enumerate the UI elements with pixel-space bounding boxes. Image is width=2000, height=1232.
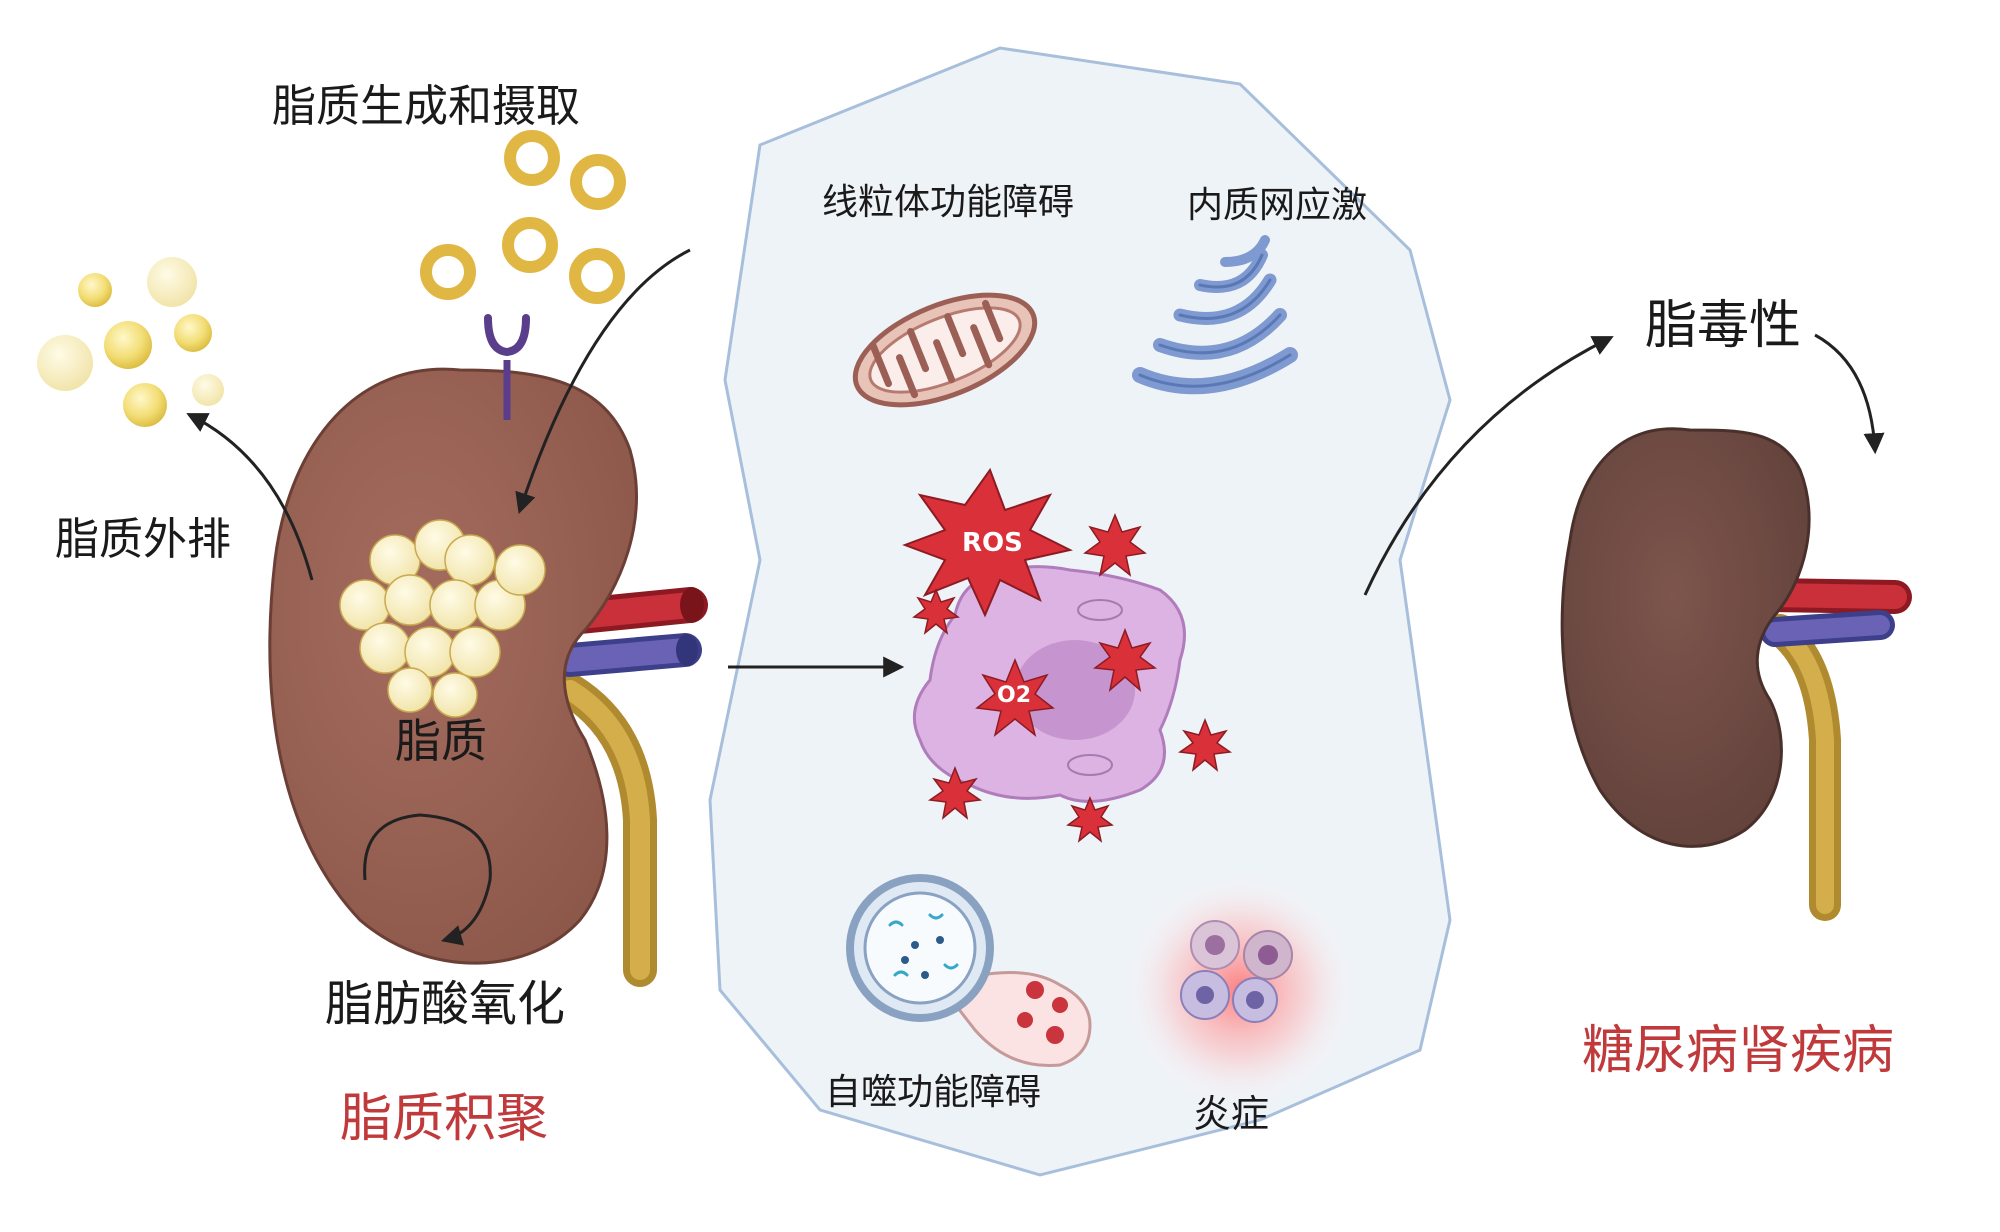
label-superoxide: O2 bbox=[997, 683, 1032, 708]
arrows bbox=[186, 248, 1885, 946]
label-lipid: 脂质 bbox=[395, 714, 487, 768]
diseased-kidney-right bbox=[1560, 427, 1811, 848]
arrow-to-disease bbox=[1814, 333, 1885, 455]
autophagosome-icon bbox=[846, 874, 1092, 1068]
label-autophagy-dysfunction: 自噬功能障碍 bbox=[825, 1072, 1042, 1113]
inflammation-cells-icon bbox=[1120, 870, 1360, 1110]
label-mitochondrial-dysfunction: 线粒体功能障碍 bbox=[822, 182, 1075, 223]
mitochondrion-icon bbox=[852, 292, 1038, 408]
arrow-oxidation bbox=[363, 813, 492, 946]
label-lipotoxicity: 脂毒性 bbox=[1645, 296, 1802, 356]
effluxed-lipid-droplets bbox=[37, 257, 224, 427]
label-lipid-efflux: 脂质外排 bbox=[55, 514, 231, 565]
superoxide-stars bbox=[912, 513, 1233, 843]
label-inflammation: 炎症 bbox=[1193, 1092, 1270, 1136]
label-diabetic-kidney-disease: 糖尿病肾疾病 bbox=[1582, 1021, 1895, 1081]
superoxide-star bbox=[1177, 717, 1233, 772]
ros-burst bbox=[902, 467, 1073, 618]
arrow-uptake bbox=[515, 248, 691, 514]
label-lipid-synthesis-uptake: 脂质生成和摄取 bbox=[272, 81, 580, 132]
label-lipid-accumulation: 脂质积聚 bbox=[340, 1089, 549, 1149]
arrow-to-lipotoxicity bbox=[1363, 336, 1614, 596]
label-ros: ROS bbox=[962, 528, 1023, 558]
lipid-vesicles bbox=[420, 130, 626, 304]
lipid-receptor-icon bbox=[484, 314, 530, 420]
lipid-vesicle bbox=[569, 248, 625, 304]
ureter-left bbox=[553, 673, 657, 987]
superoxide-star bbox=[1092, 627, 1158, 693]
endoplasmic-reticulum-icon bbox=[1132, 235, 1298, 395]
lipid-vesicle bbox=[570, 154, 626, 210]
superoxide-star bbox=[1066, 796, 1114, 843]
superoxide-star bbox=[927, 765, 983, 820]
kidney-left bbox=[268, 367, 638, 965]
renal-vessels-right bbox=[1753, 578, 1912, 647]
superoxide-star bbox=[1083, 513, 1147, 577]
superoxide-star bbox=[975, 658, 1055, 737]
label-fatty-acid-oxidation: 脂肪酸氧化 bbox=[325, 976, 566, 1032]
lipid-droplet-cluster bbox=[339, 519, 546, 718]
lipid-vesicle bbox=[502, 217, 558, 273]
superoxide-star bbox=[912, 588, 960, 635]
lipid-vesicle bbox=[420, 244, 476, 300]
arrow-efflux bbox=[186, 413, 314, 581]
label-er-stress: 内质网应激 bbox=[1187, 185, 1368, 226]
ureter-right bbox=[1764, 614, 1841, 921]
lipid-vesicle bbox=[504, 130, 560, 186]
